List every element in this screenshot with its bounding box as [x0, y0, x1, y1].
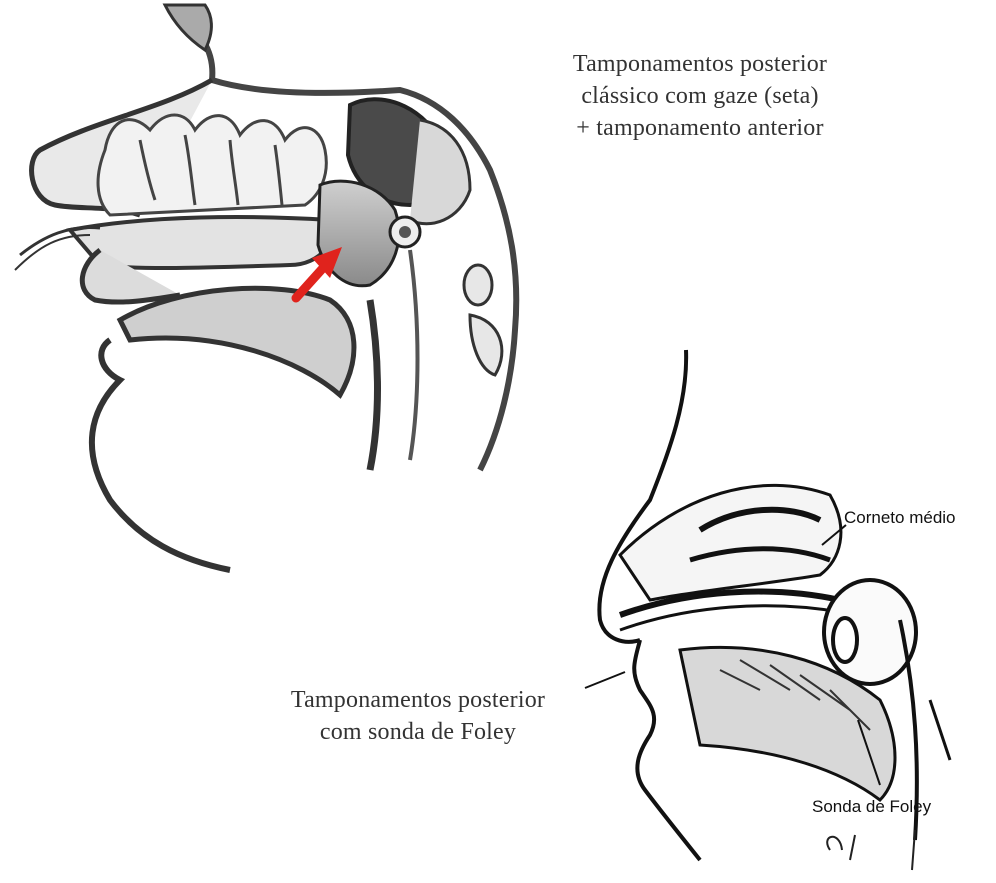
caption-line: Tamponamentos posterior — [238, 684, 598, 716]
label-corneto-medio: Corneto médio — [844, 508, 956, 528]
label-sonda-de-foley: Sonda de Foley — [812, 797, 931, 817]
nasal-cavity — [620, 485, 841, 600]
caption-foley-packing: Tamponamentos posterior com sonda de Fol… — [238, 684, 598, 748]
caption-line: com sonda de Foley — [238, 716, 598, 748]
caption-line: + tamponamento anterior — [520, 112, 880, 144]
caption-gauze-packing: Tamponamentos posterior clássico com gaz… — [520, 48, 880, 144]
handwritten-mark — [827, 830, 915, 870]
caption-line: clássico com gaze (seta) — [520, 80, 880, 112]
caption-line: Tamponamentos posterior — [520, 48, 880, 80]
